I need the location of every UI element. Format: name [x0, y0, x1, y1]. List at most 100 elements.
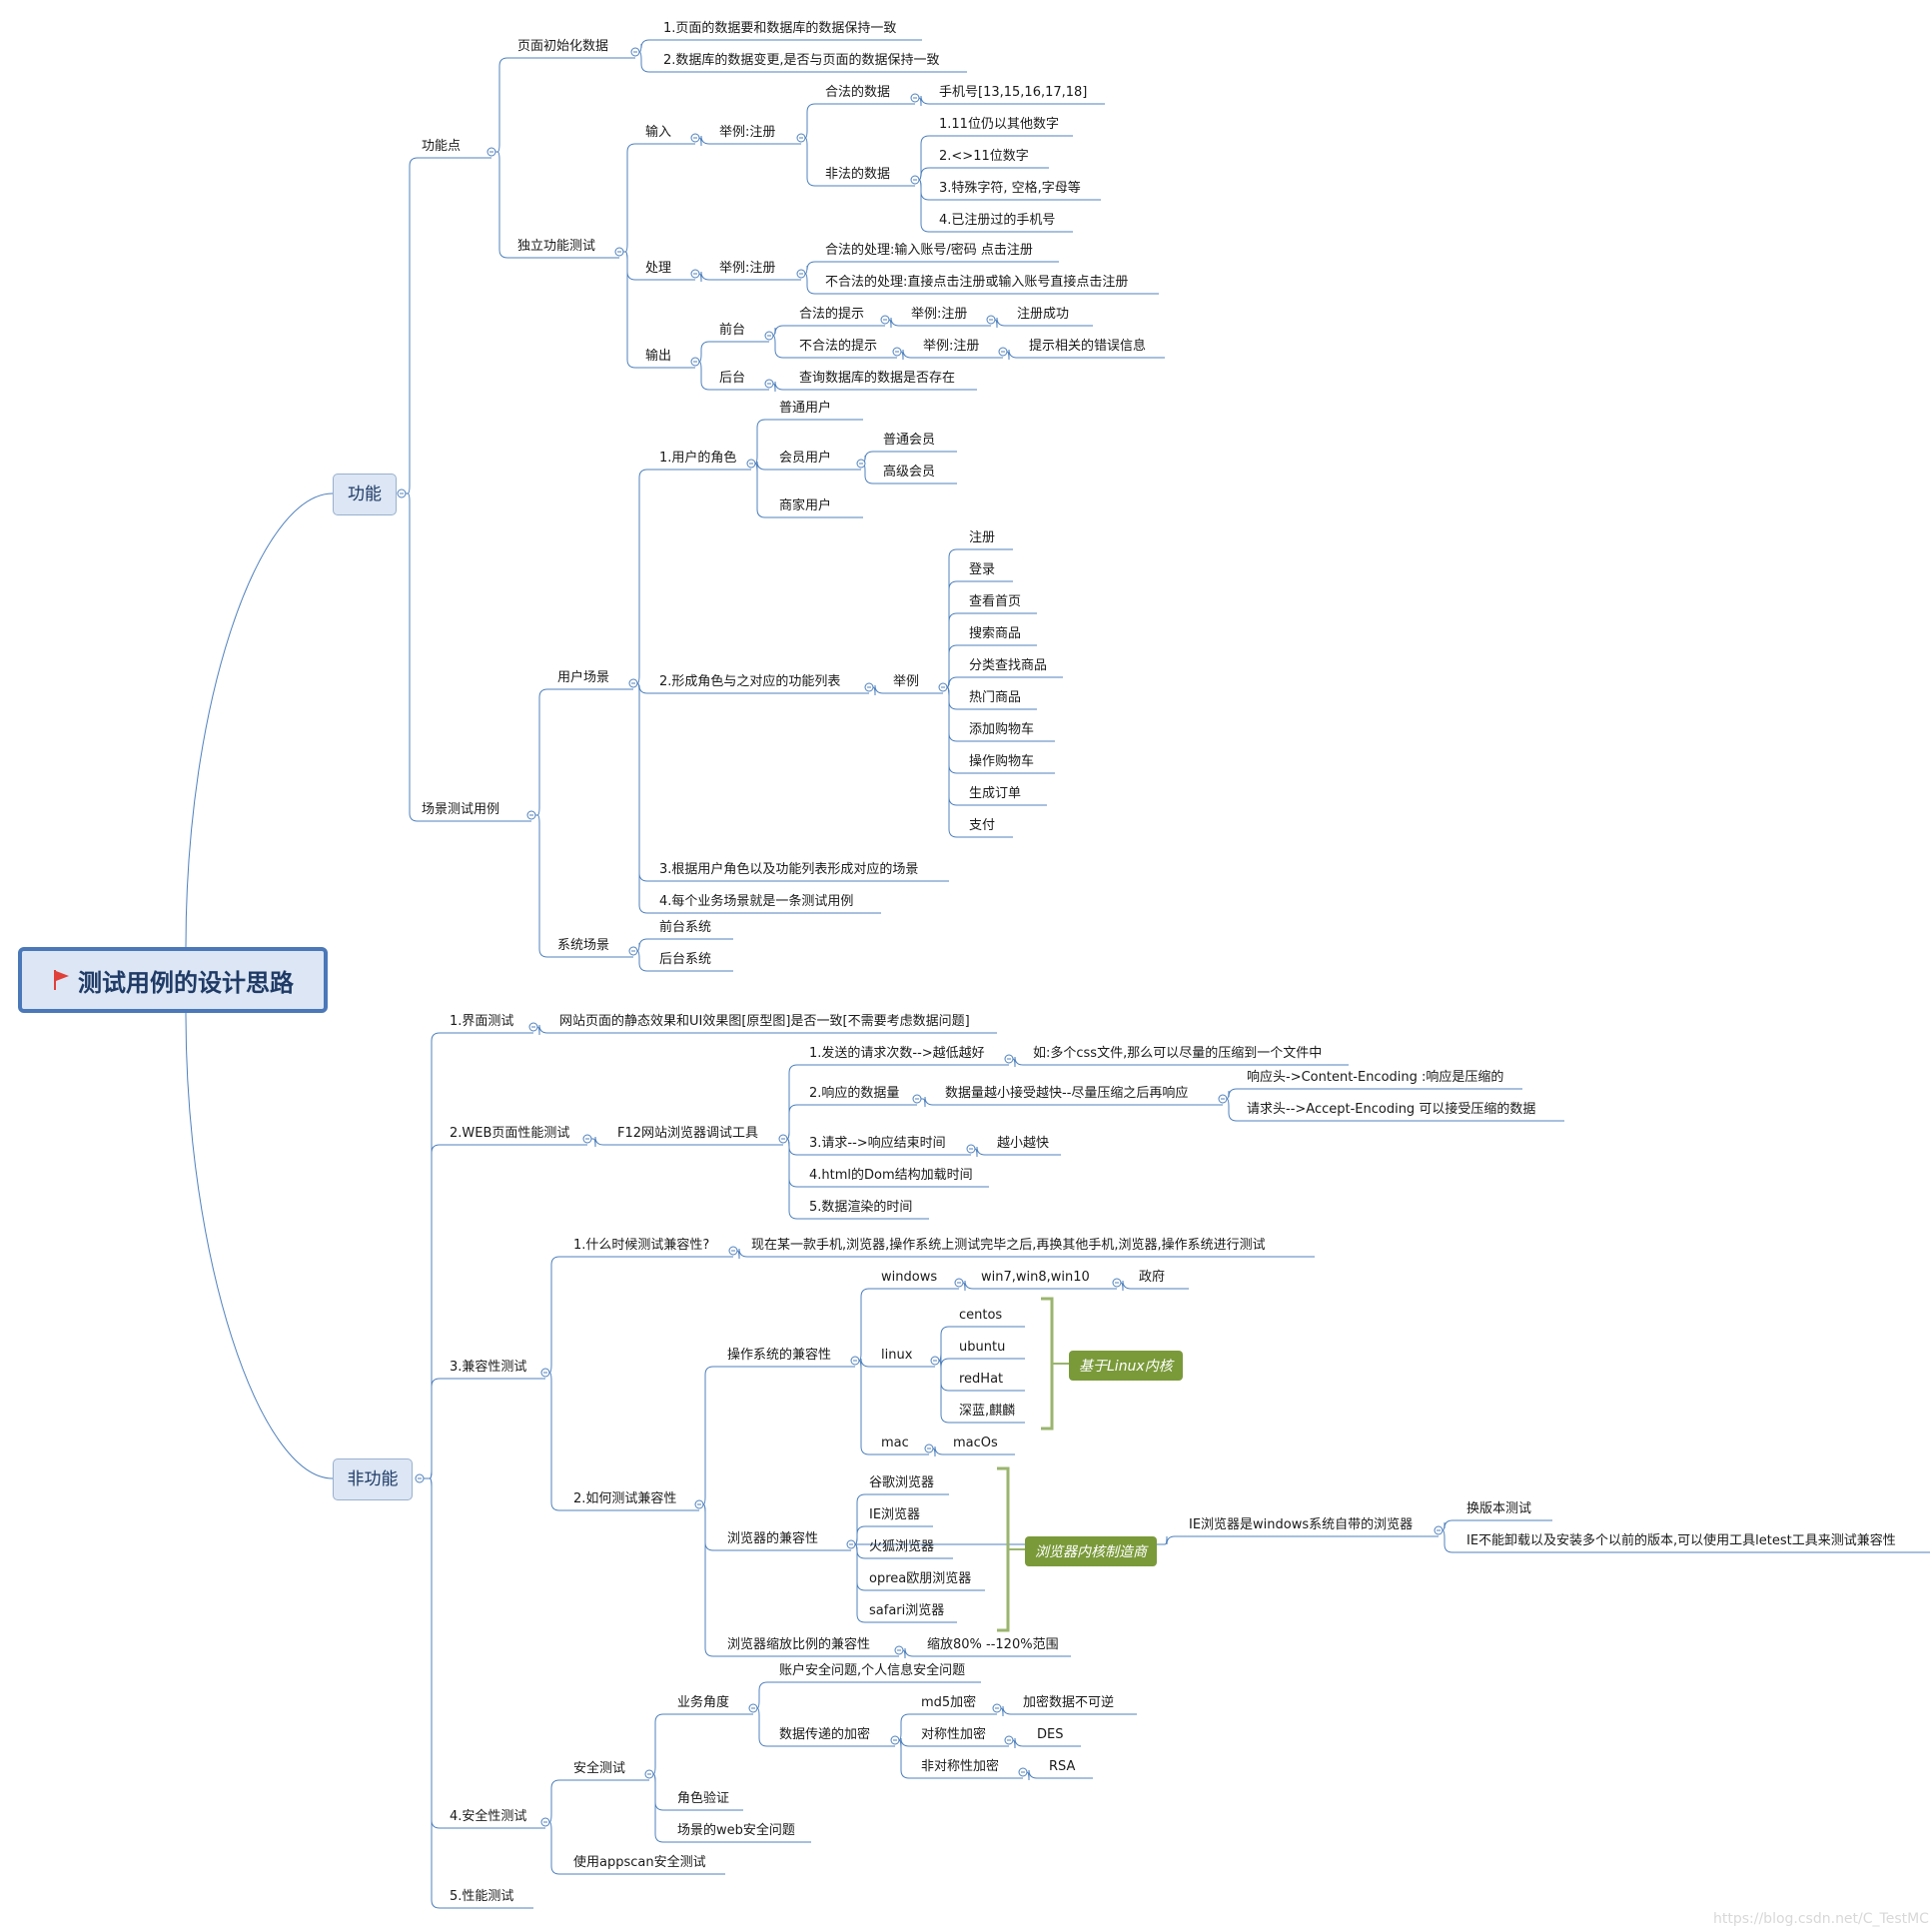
node-perf-5[interactable]: 5.数据渲染的时间 — [809, 1200, 913, 1215]
node-perf-3-desc[interactable]: 越小越快 — [997, 1136, 1050, 1151]
node-example-register[interactable]: 举例:注册 — [719, 125, 776, 140]
node-example-register[interactable]: 举例:注册 — [719, 261, 776, 276]
node-normal-user[interactable]: 普通用户 — [779, 401, 832, 416]
node-features-2[interactable]: 查看首页 — [969, 594, 1022, 609]
node-example-register[interactable]: 举例:注册 — [911, 307, 968, 322]
node-phone-prefix[interactable]: 手机号[13,15,16,17,18] — [939, 85, 1088, 100]
node-req-header[interactable]: 请求头-->Accept-Encoding 可以接受压缩的数据 — [1247, 1102, 1536, 1117]
node-senior-member[interactable]: 高级会员 — [883, 465, 936, 480]
node-rsa[interactable]: RSA — [1049, 1759, 1076, 1774]
node-user-scenario[interactable]: 用户场景 — [557, 670, 610, 685]
node-resp-header[interactable]: 响应头->Content-Encoding :响应是压缩的 — [1247, 1070, 1504, 1085]
node-invalid-2[interactable]: 2.<>11位数字 — [939, 149, 1029, 164]
node-invalid-4[interactable]: 4.已注册过的手机号 — [939, 213, 1056, 228]
node-linux-distros-3[interactable]: 深蓝,麒麟 — [959, 1404, 1016, 1419]
node-perf-1[interactable]: 1.发送的请求次数-->越低越好 — [809, 1046, 985, 1061]
node-web-perf[interactable]: 2.WEB页面性能测试 — [450, 1126, 570, 1141]
node-f12-tool[interactable]: F12网站浏览器调试工具 — [617, 1126, 759, 1141]
node-example-register[interactable]: 举例:注册 — [923, 339, 980, 354]
node-features-5[interactable]: 热门商品 — [969, 690, 1022, 705]
node-user-roles[interactable]: 1.用户的角色 — [659, 451, 737, 466]
node-appscan[interactable]: 使用appscan安全测试 — [573, 1855, 706, 1870]
node-ie-builtin[interactable]: IE浏览器是windows系统自带的浏览器 — [1189, 1517, 1414, 1532]
node-front-system[interactable]: 前台系统 — [659, 920, 712, 935]
node-zoom-compat[interactable]: 浏览器缩放比例的兼容性 — [727, 1637, 871, 1652]
node-perf-2-desc[interactable]: 数据量越小接受越快--尽量压缩之后再响应 — [945, 1086, 1189, 1101]
node-features-4[interactable]: 分类查找商品 — [969, 658, 1048, 673]
node-linux-distros-1[interactable]: ubuntu — [959, 1340, 1006, 1355]
node-register-success[interactable]: 注册成功 — [1017, 307, 1070, 322]
node-perf-1-ex[interactable]: 如:多个css文件,那么可以尽量的压缩到一个文件中 — [1033, 1046, 1323, 1061]
node-des[interactable]: DES — [1037, 1727, 1064, 1742]
node-frontend[interactable]: 前台 — [719, 323, 746, 338]
node-browsers-0[interactable]: 谷歌浏览器 — [869, 1475, 935, 1490]
node-process-invalid[interactable]: 不合法的处理:直接点击注册或输入账号直接点击注册 — [825, 275, 1129, 290]
node-scenario-test[interactable]: 场景测试用例 — [422, 802, 500, 817]
node-ui-test-desc[interactable]: 网站页面的静态效果和UI效果图[原型图]是否一致[不需要考虑数据问题] — [559, 1014, 970, 1029]
node-symmetric[interactable]: 对称性加密 — [921, 1727, 987, 1742]
node-zoom-range[interactable]: 缩放80% --120%范围 — [927, 1637, 1059, 1652]
node-security-test[interactable]: 4.安全性测试 — [450, 1809, 527, 1824]
node-scenario-4[interactable]: 4.每个业务场景就是一条测试用例 — [659, 894, 854, 909]
root-node[interactable]: 测试用例的设计思路 — [18, 947, 328, 1013]
node-when-compat-desc[interactable]: 现在某一款手机,浏览器,操作系统上测试完毕之后,再换其他手机,浏览器,操作系统进… — [751, 1238, 1266, 1253]
node-page-init-data[interactable]: 页面初始化数据 — [517, 39, 609, 54]
node-browsers-2[interactable]: 火狐浏览器 — [869, 1539, 935, 1554]
node-valid-hint[interactable]: 合法的提示 — [799, 307, 865, 322]
node-browser-compat[interactable]: 浏览器的兼容性 — [727, 1531, 819, 1546]
node-linux-distros-0[interactable]: centos — [959, 1308, 1003, 1323]
node-security[interactable]: 安全测试 — [573, 1761, 626, 1776]
node-features-7[interactable]: 操作购物车 — [969, 754, 1035, 769]
node-os-compat[interactable]: 操作系统的兼容性 — [727, 1348, 832, 1363]
node-role-verify[interactable]: 角色验证 — [677, 1791, 730, 1806]
node-data-encryption[interactable]: 数据传递的加密 — [779, 1727, 871, 1742]
node-backend[interactable]: 后台 — [719, 371, 746, 386]
node-features-0[interactable]: 注册 — [969, 530, 996, 545]
node-system-scenario[interactable]: 系统场景 — [557, 938, 610, 953]
node-compat-test[interactable]: 3.兼容性测试 — [450, 1360, 527, 1375]
node-role-func-list[interactable]: 2.形成角色与之对应的功能列表 — [659, 674, 841, 689]
node-switch-version[interactable]: 换版本测试 — [1466, 1501, 1532, 1516]
node-normal-member[interactable]: 普通会员 — [883, 433, 936, 448]
node-output[interactable]: 输出 — [645, 349, 672, 364]
node-merchant-user[interactable]: 商家用户 — [779, 498, 832, 513]
node-browsers-4[interactable]: safari浏览器 — [869, 1603, 945, 1618]
node-back-system[interactable]: 后台系统 — [659, 952, 712, 967]
node-process-valid[interactable]: 合法的处理:输入账号/密码 点击注册 — [825, 243, 1033, 258]
node-example[interactable]: 举例 — [893, 674, 920, 689]
node-input[interactable]: 输入 — [645, 125, 672, 140]
node-features-9[interactable]: 支付 — [969, 818, 996, 833]
node-win-versions[interactable]: win7,win8,win10 — [981, 1270, 1090, 1285]
node-perf-test[interactable]: 5.性能测试 — [450, 1889, 514, 1904]
branch-functional[interactable]: 功能 — [333, 474, 397, 515]
node-mac[interactable]: mac — [881, 1436, 909, 1450]
node-query-db[interactable]: 查询数据库的数据是否存在 — [799, 371, 956, 386]
node-show-error[interactable]: 提示相关的错误信息 — [1029, 339, 1147, 354]
node-browsers-1[interactable]: IE浏览器 — [869, 1507, 921, 1522]
node-features-8[interactable]: 生成订单 — [969, 786, 1022, 801]
node-invalid-hint[interactable]: 不合法的提示 — [799, 339, 878, 354]
node-irreversible[interactable]: 加密数据不可逆 — [1023, 1695, 1115, 1710]
node-md5[interactable]: md5加密 — [921, 1695, 977, 1710]
node-browsers-3[interactable]: oprea欧朋浏览器 — [869, 1571, 972, 1586]
node-perf-3[interactable]: 3.请求-->响应结束时间 — [809, 1136, 946, 1151]
node-when-compat[interactable]: 1.什么时候测试兼容性? — [573, 1238, 710, 1253]
node-asymmetric[interactable]: 非对称性加密 — [921, 1759, 1000, 1774]
branch-nonfunctional[interactable]: 非功能 — [333, 1458, 413, 1500]
node-ie-note[interactable]: IE不能卸载以及安装多个以前的版本,可以使用工具letest工具来测试兼容性 — [1466, 1533, 1896, 1548]
node-independent-test[interactable]: 独立功能测试 — [517, 239, 596, 254]
node-windows[interactable]: windows — [881, 1270, 938, 1285]
node-perf-4[interactable]: 4.html的Dom结构加载时间 — [809, 1168, 973, 1183]
node-member-user[interactable]: 会员用户 — [779, 451, 832, 466]
node-government[interactable]: 政府 — [1139, 1270, 1166, 1285]
node-business-view[interactable]: 业务角度 — [677, 1695, 730, 1710]
node-features-3[interactable]: 搜索商品 — [969, 626, 1022, 641]
node-features-1[interactable]: 登录 — [969, 562, 996, 577]
node-feature-points[interactable]: 功能点 — [422, 139, 462, 154]
node-invalid-3[interactable]: 3.特殊字符, 空格,字母等 — [939, 181, 1081, 196]
node-perf-2[interactable]: 2.响应的数据量 — [809, 1086, 900, 1101]
node-valid-data[interactable]: 合法的数据 — [825, 85, 891, 100]
node-process[interactable]: 处理 — [645, 261, 672, 276]
node-how-compat[interactable]: 2.如何测试兼容性 — [573, 1491, 677, 1506]
node-ui-test[interactable]: 1.界面测试 — [450, 1014, 514, 1029]
